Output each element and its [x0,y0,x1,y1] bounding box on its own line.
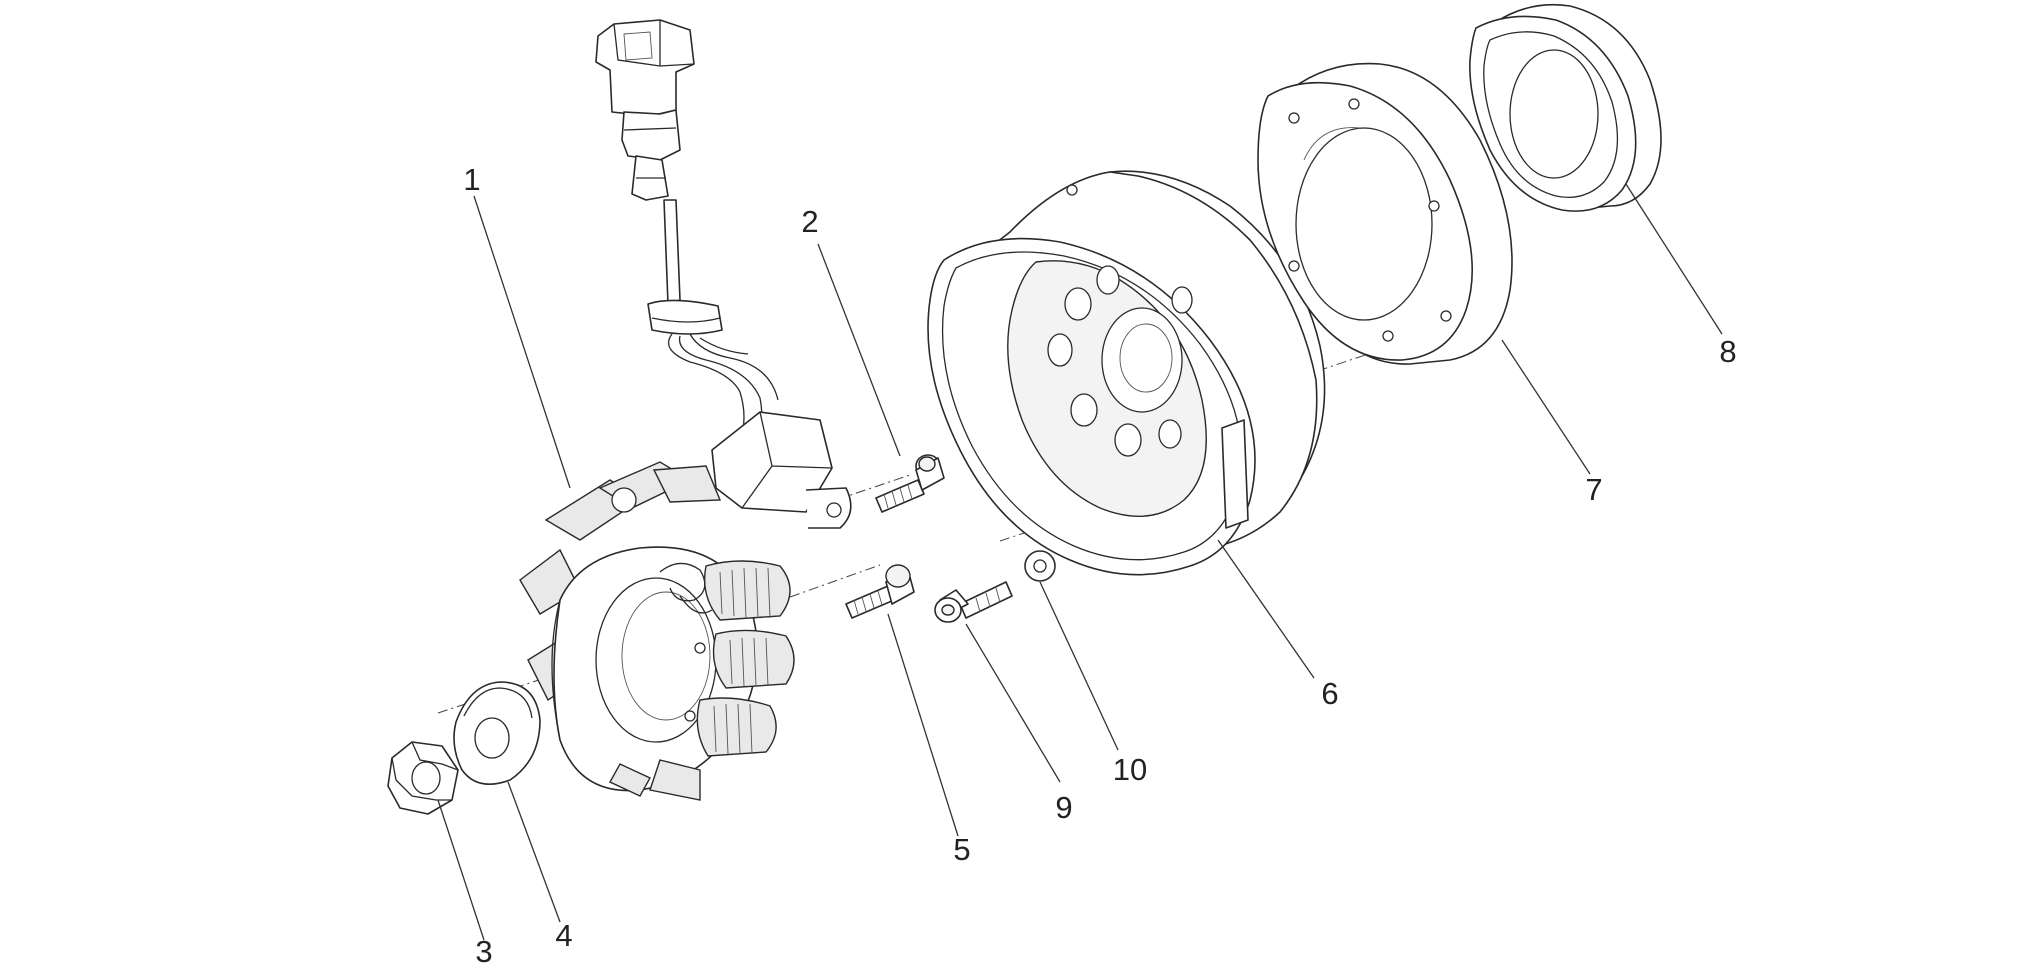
callout-6: 6 [1321,676,1338,711]
callout-1: 1 [463,162,480,197]
hex-nut [387,741,459,815]
callout-labels: 1 2 3 4 5 6 7 8 9 10 [463,162,1736,966]
callout-8: 8 [1719,334,1736,369]
connector-plug [595,19,779,451]
leader-1 [473,195,571,489]
stator-assembly [519,19,852,801]
callout-2: 2 [801,204,818,239]
leader-9 [965,623,1061,783]
callout-9: 9 [1055,790,1072,825]
leader-8 [1625,183,1723,335]
flange-ring [1257,62,1513,365]
leader-6 [1217,539,1315,679]
leader-lines [437,183,1723,941]
large-washer [453,681,541,786]
small-washer [1024,550,1056,582]
leader-4 [507,781,561,923]
callout-3: 3 [475,934,492,966]
socket-bolt [934,581,1013,623]
leader-7 [1501,339,1591,475]
leader-5 [887,613,959,837]
bolt-upper [875,454,945,513]
seal-ring [1469,3,1662,212]
callout-5: 5 [953,832,970,867]
stator-core [519,461,795,801]
callout-4: 4 [555,918,572,953]
pickup-coil-housing [711,411,852,529]
flywheel-rotor [927,170,1326,576]
leader-2 [817,243,901,457]
bolt-lower [845,564,915,619]
callout-7: 7 [1585,472,1602,507]
callout-10: 10 [1113,752,1147,787]
leader-3 [437,799,485,941]
leader-10 [1039,581,1119,751]
